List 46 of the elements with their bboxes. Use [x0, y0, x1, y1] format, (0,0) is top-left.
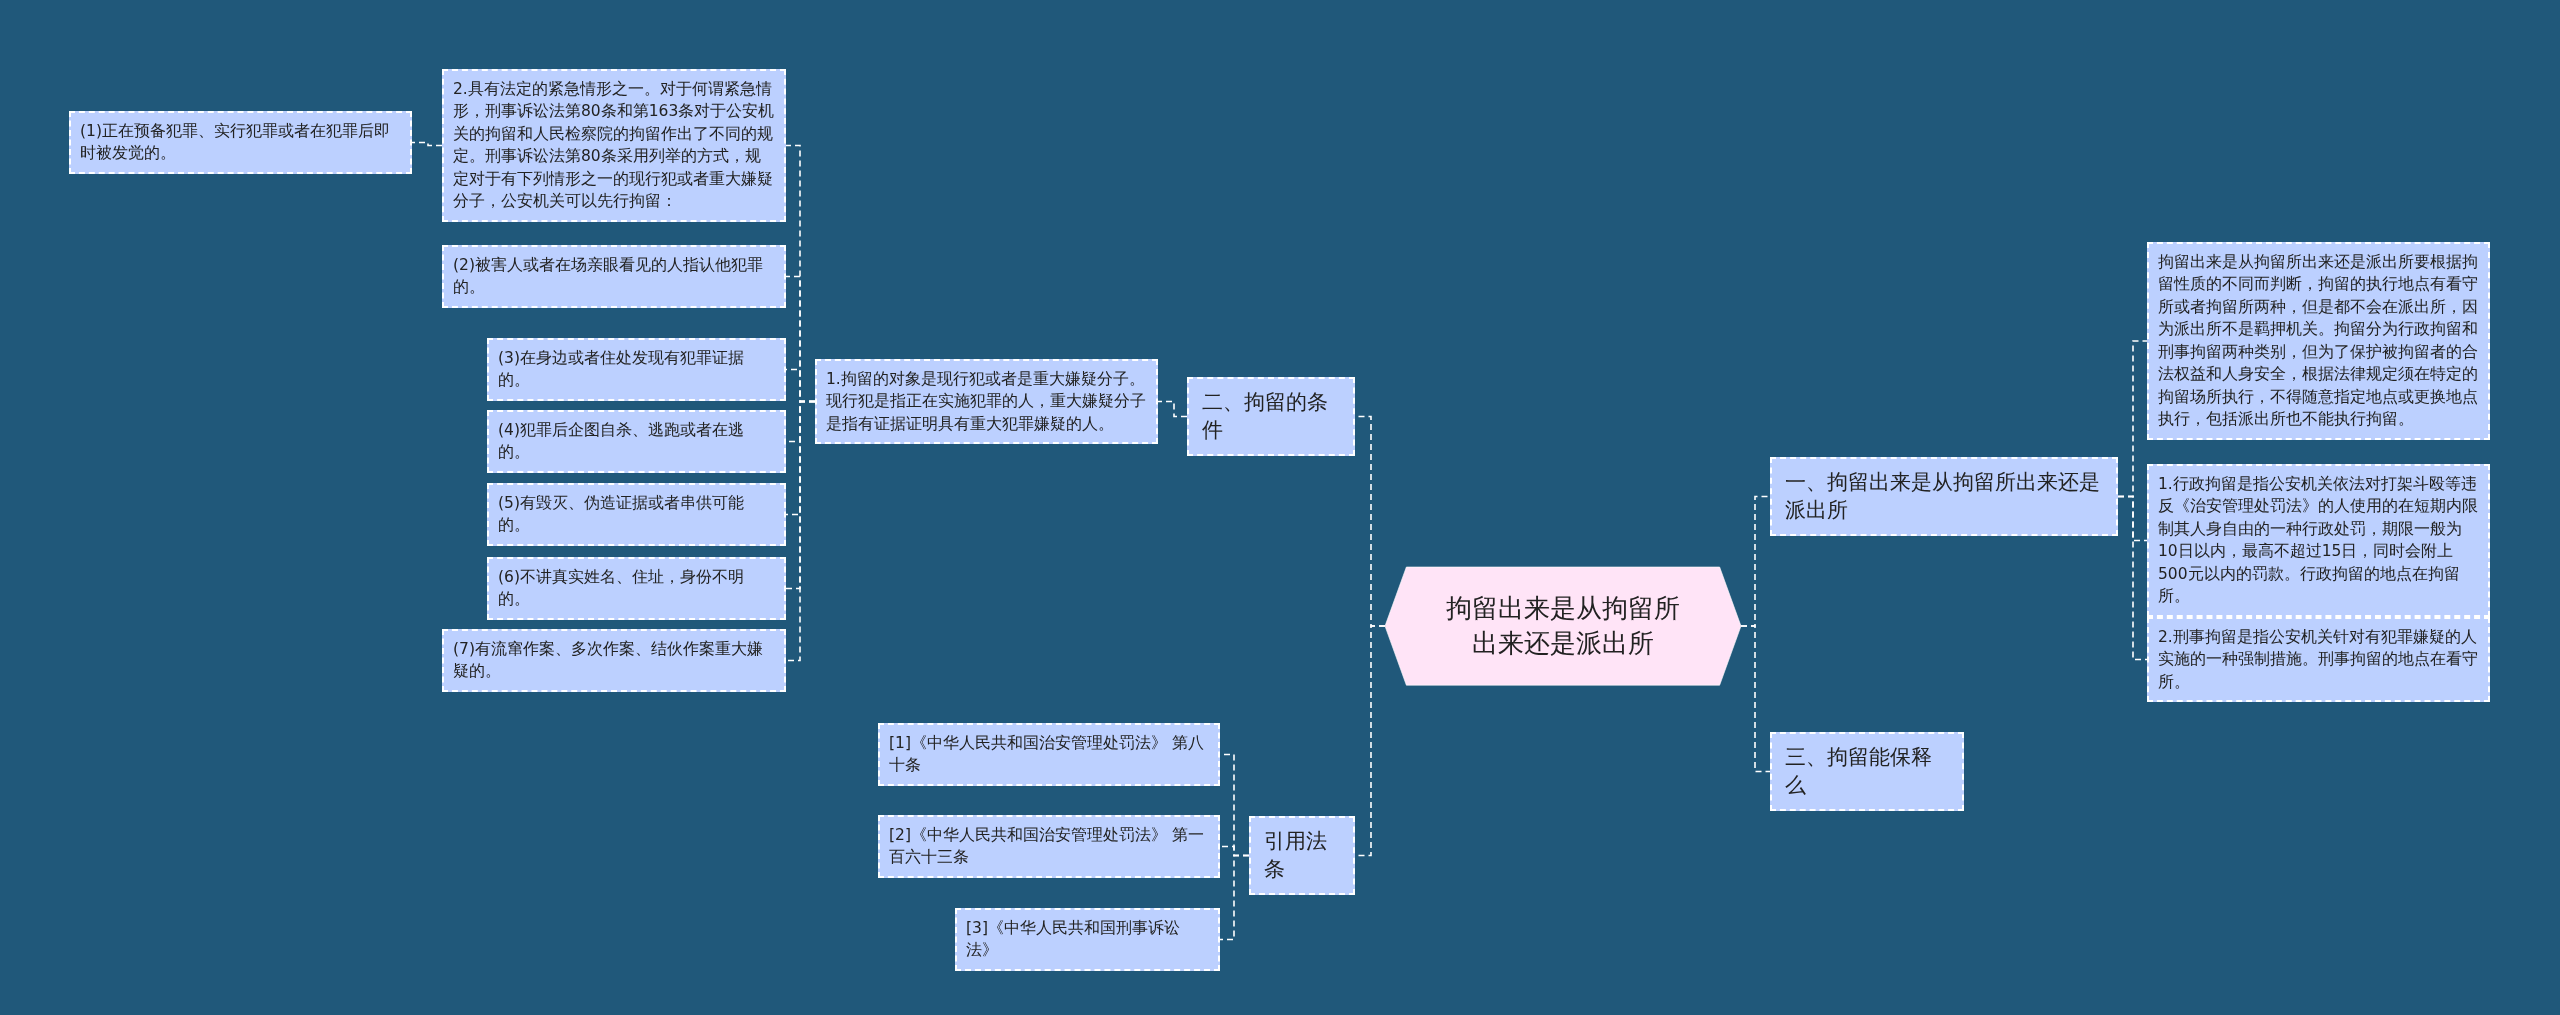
node-text: 一、拘留出来是从拘留所出来还是派出所 [1785, 469, 2101, 525]
node-text: 1.行政拘留是指公安机关依法对打架斗殴等违反《治安管理处罚法》的人使用的在短期内限制其人身自由的一种行政处罚，期限一般为10日以内，最高不超过15日，同时会附上500元以内的罚款。行政拘留的地点在拘留所。 [2158, 474, 2479, 608]
node-text: (4)犯罪后企图自杀、逃跑或者在逃的。 [498, 420, 745, 464]
node-text: 二、拘留的条件 [1202, 389, 1329, 445]
note-box [955, 908, 1220, 971]
central-topic-hexagon [1385, 567, 1741, 686]
node-text: 三、拘留能保释么 [1785, 744, 1933, 800]
topic-box [1770, 732, 1964, 811]
note-box [878, 723, 1220, 786]
node-text: [2]《中华人民共和国治安管理处罚法》 第一百六十三条 [889, 825, 1205, 869]
node-text: [1]《中华人民共和国治安管理处罚法》 第八十条 [889, 733, 1205, 777]
note-box [442, 245, 786, 308]
note-box [487, 557, 786, 620]
node-text: [3]《中华人民共和国刑事诉讼法》 [966, 918, 1181, 962]
connector-line [1219, 854, 1250, 941]
node-text: (2)被害人或者在场亲眼看见的人指认他犯罪的。 [453, 255, 764, 299]
node-text: (6)不讲真实姓名、住址，身份不明的。 [498, 567, 745, 611]
connector-line [1157, 400, 1188, 418]
connector-line [1740, 625, 1771, 773]
node-text: (5)有毁灭、伪造证据或者串供可能的。 [498, 493, 745, 537]
node-text: 2.具有法定的紧急情形之一。对于何谓紧急情形，刑事诉讼法第80条和第163条对于公安机关的拘留和人民检察院的拘留作出了不同的规定。刑事诉讼法第80条采用列举的方式，规定对于有下列情形之一的现行犯或者重大嫌疑分子，公安机关可以先行拘留： [453, 79, 775, 213]
node-text: 拘留出来是从拘留所出来还是派出所要根据拘留性质的不同而判断，拘留的执行地点有看守所或者拘留所两种，但是都不会在派出所，因为派出所不是羁押机关。拘留分为行政拘留和刑事拘留两种类别，但为了保护被拘留者的合法权益和人身安全，根据法律规定须在特定的拘留场所执行，不得随意指定地点或更换地点执行，包括派出所也不能执行拘留。 [2158, 252, 2479, 431]
note-box [442, 69, 786, 222]
note-box [487, 483, 786, 546]
connector-line [785, 400, 816, 662]
topic-box [1249, 816, 1355, 895]
node-text: (7)有流窜作案、多次作案、结伙作案重大嫌疑的。 [453, 639, 764, 683]
note-box [487, 410, 786, 473]
node-text: 引用法条 [1264, 828, 1328, 884]
node-text: 拘留出来是从拘留所出来还是派出所 [1445, 592, 1681, 661]
note-box [69, 111, 412, 174]
note-box [878, 815, 1220, 878]
note-box [442, 629, 786, 692]
note-box [2147, 617, 2490, 703]
node-text: 2.刑事拘留是指公安机关针对有犯罪嫌疑的人实施的一种强制措施。刑事拘留的地点在看守所。 [2158, 627, 2479, 693]
note-box [2147, 242, 2490, 440]
node-text: (1)正在预备犯罪、实行犯罪或者在犯罪后即时被发觉的。 [80, 121, 391, 165]
note-box [2147, 464, 2490, 617]
topic-box [1770, 457, 2118, 536]
connector-line [411, 141, 443, 147]
connector-line [2117, 495, 2148, 661]
node-text: 1.拘留的对象是现行犯或者是重大嫌疑分子。现行犯是指正在实施犯罪的人，重大嫌疑分子是指有证据证明具有重大犯罪嫌疑的人。 [826, 369, 1147, 435]
note-box [487, 338, 786, 401]
note-box [815, 359, 1158, 445]
node-text: (3)在身边或者住处发现有犯罪证据的。 [498, 348, 745, 392]
topic-box [1187, 377, 1355, 456]
